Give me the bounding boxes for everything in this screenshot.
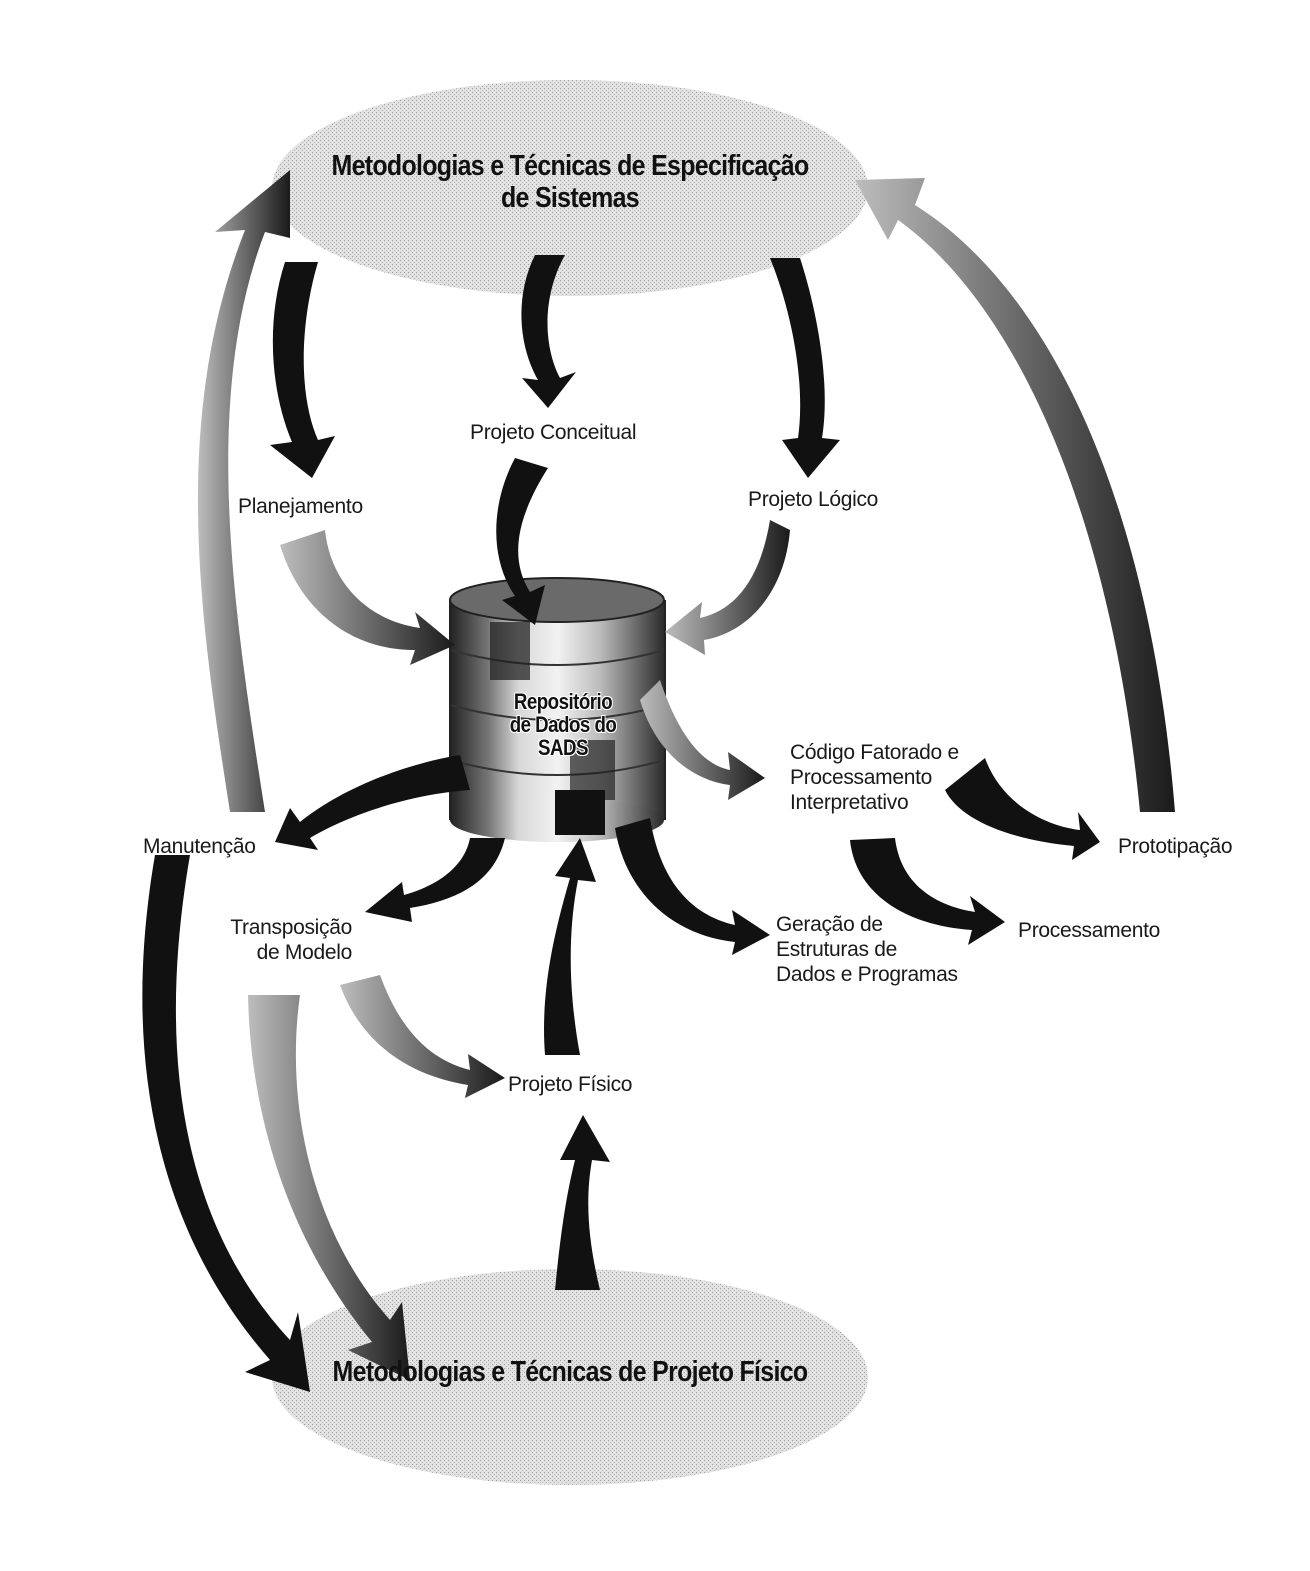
repository-label-line-2: de Dados do bbox=[509, 712, 617, 737]
arrow-manutencao-to-top bbox=[197, 170, 290, 812]
arrow-top-to-planejamento bbox=[270, 262, 335, 478]
node-codigo-fatorado-line-2: Processamento bbox=[790, 766, 933, 789]
arrow-prototipacao-to-top bbox=[855, 178, 1175, 812]
node-projeto-conceitual: Projeto Conceitual bbox=[470, 421, 637, 444]
node-transposicao-line-2: de Modelo bbox=[256, 941, 353, 964]
node-geracao: Geração de Estruturas de Dados e Program… bbox=[776, 912, 958, 987]
arrow-codigo-to-prototipacao bbox=[945, 758, 1100, 860]
repository-cylinder bbox=[449, 577, 666, 842]
bottom-ellipse bbox=[272, 1269, 868, 1485]
arrow-manutencao-to-bottom bbox=[142, 855, 310, 1392]
node-geracao-line-1: Geração de bbox=[776, 913, 883, 936]
top-ellipse-title-line-2: de Sistemas bbox=[500, 182, 640, 214]
repository-label-line-3: SADS bbox=[538, 735, 588, 760]
node-projeto-logico: Projeto Lógico bbox=[748, 488, 879, 511]
arrow-fisico-to-repo bbox=[544, 838, 596, 1055]
arrow-repo-to-transposicao bbox=[365, 838, 505, 922]
top-ellipse-title-line-1: Metodologias e Técnicas de Especificação bbox=[331, 150, 809, 182]
node-transposicao: Transposição de Modelo bbox=[230, 915, 352, 965]
node-processamento: Processamento bbox=[1018, 919, 1161, 942]
node-transposicao-line-1: Transposição bbox=[230, 916, 352, 939]
arrow-repo-to-geracao bbox=[615, 818, 770, 955]
node-geracao-line-3: Dados e Programas bbox=[776, 963, 958, 986]
arrow-transposicao-to-bottom bbox=[248, 995, 410, 1380]
arrow-planejamento-to-repo bbox=[280, 530, 455, 665]
node-planejamento: Planejamento bbox=[238, 495, 363, 518]
arrow-codigo-to-processamento bbox=[850, 838, 1005, 945]
arrow-conceitual-to-repo bbox=[496, 458, 548, 625]
repository-label-line-1: Repositório bbox=[513, 689, 613, 714]
node-geracao-line-2: Estruturas de bbox=[776, 938, 897, 961]
node-codigo-fatorado-line-1: Código Fatorado e bbox=[790, 741, 959, 764]
arrow-top-to-logico bbox=[770, 258, 840, 478]
arrow-logico-to-repo bbox=[665, 520, 790, 655]
arrow-transposicao-to-fisico bbox=[340, 975, 505, 1098]
top-ellipse bbox=[272, 80, 868, 296]
arrow-bottom-to-fisico bbox=[555, 1115, 610, 1290]
node-codigo-fatorado: Código Fatorado e Processamento Interpre… bbox=[790, 740, 959, 815]
arrow-repo-to-codigo bbox=[640, 680, 765, 800]
repository-label: Repositório de Dados do SADS bbox=[499, 690, 627, 759]
arrow-repo-to-manutencao bbox=[275, 755, 470, 850]
bottom-ellipse-title: Metodologias e Técnicas de Projeto Físic… bbox=[316, 1356, 823, 1388]
node-prototipacao: Prototipação bbox=[1118, 835, 1233, 858]
bottom-ellipse-title-line: Metodologias e Técnicas de Projeto Físic… bbox=[332, 1356, 809, 1388]
top-ellipse-title: Metodologias e Técnicas de Especificação… bbox=[316, 150, 823, 214]
node-projeto-fisico: Projeto Físico bbox=[508, 1073, 633, 1096]
node-manutencao: Manutenção bbox=[143, 835, 256, 858]
node-codigo-fatorado-line-3: Interpretativo bbox=[790, 791, 909, 814]
arrow-top-to-conceitual bbox=[521, 255, 576, 408]
